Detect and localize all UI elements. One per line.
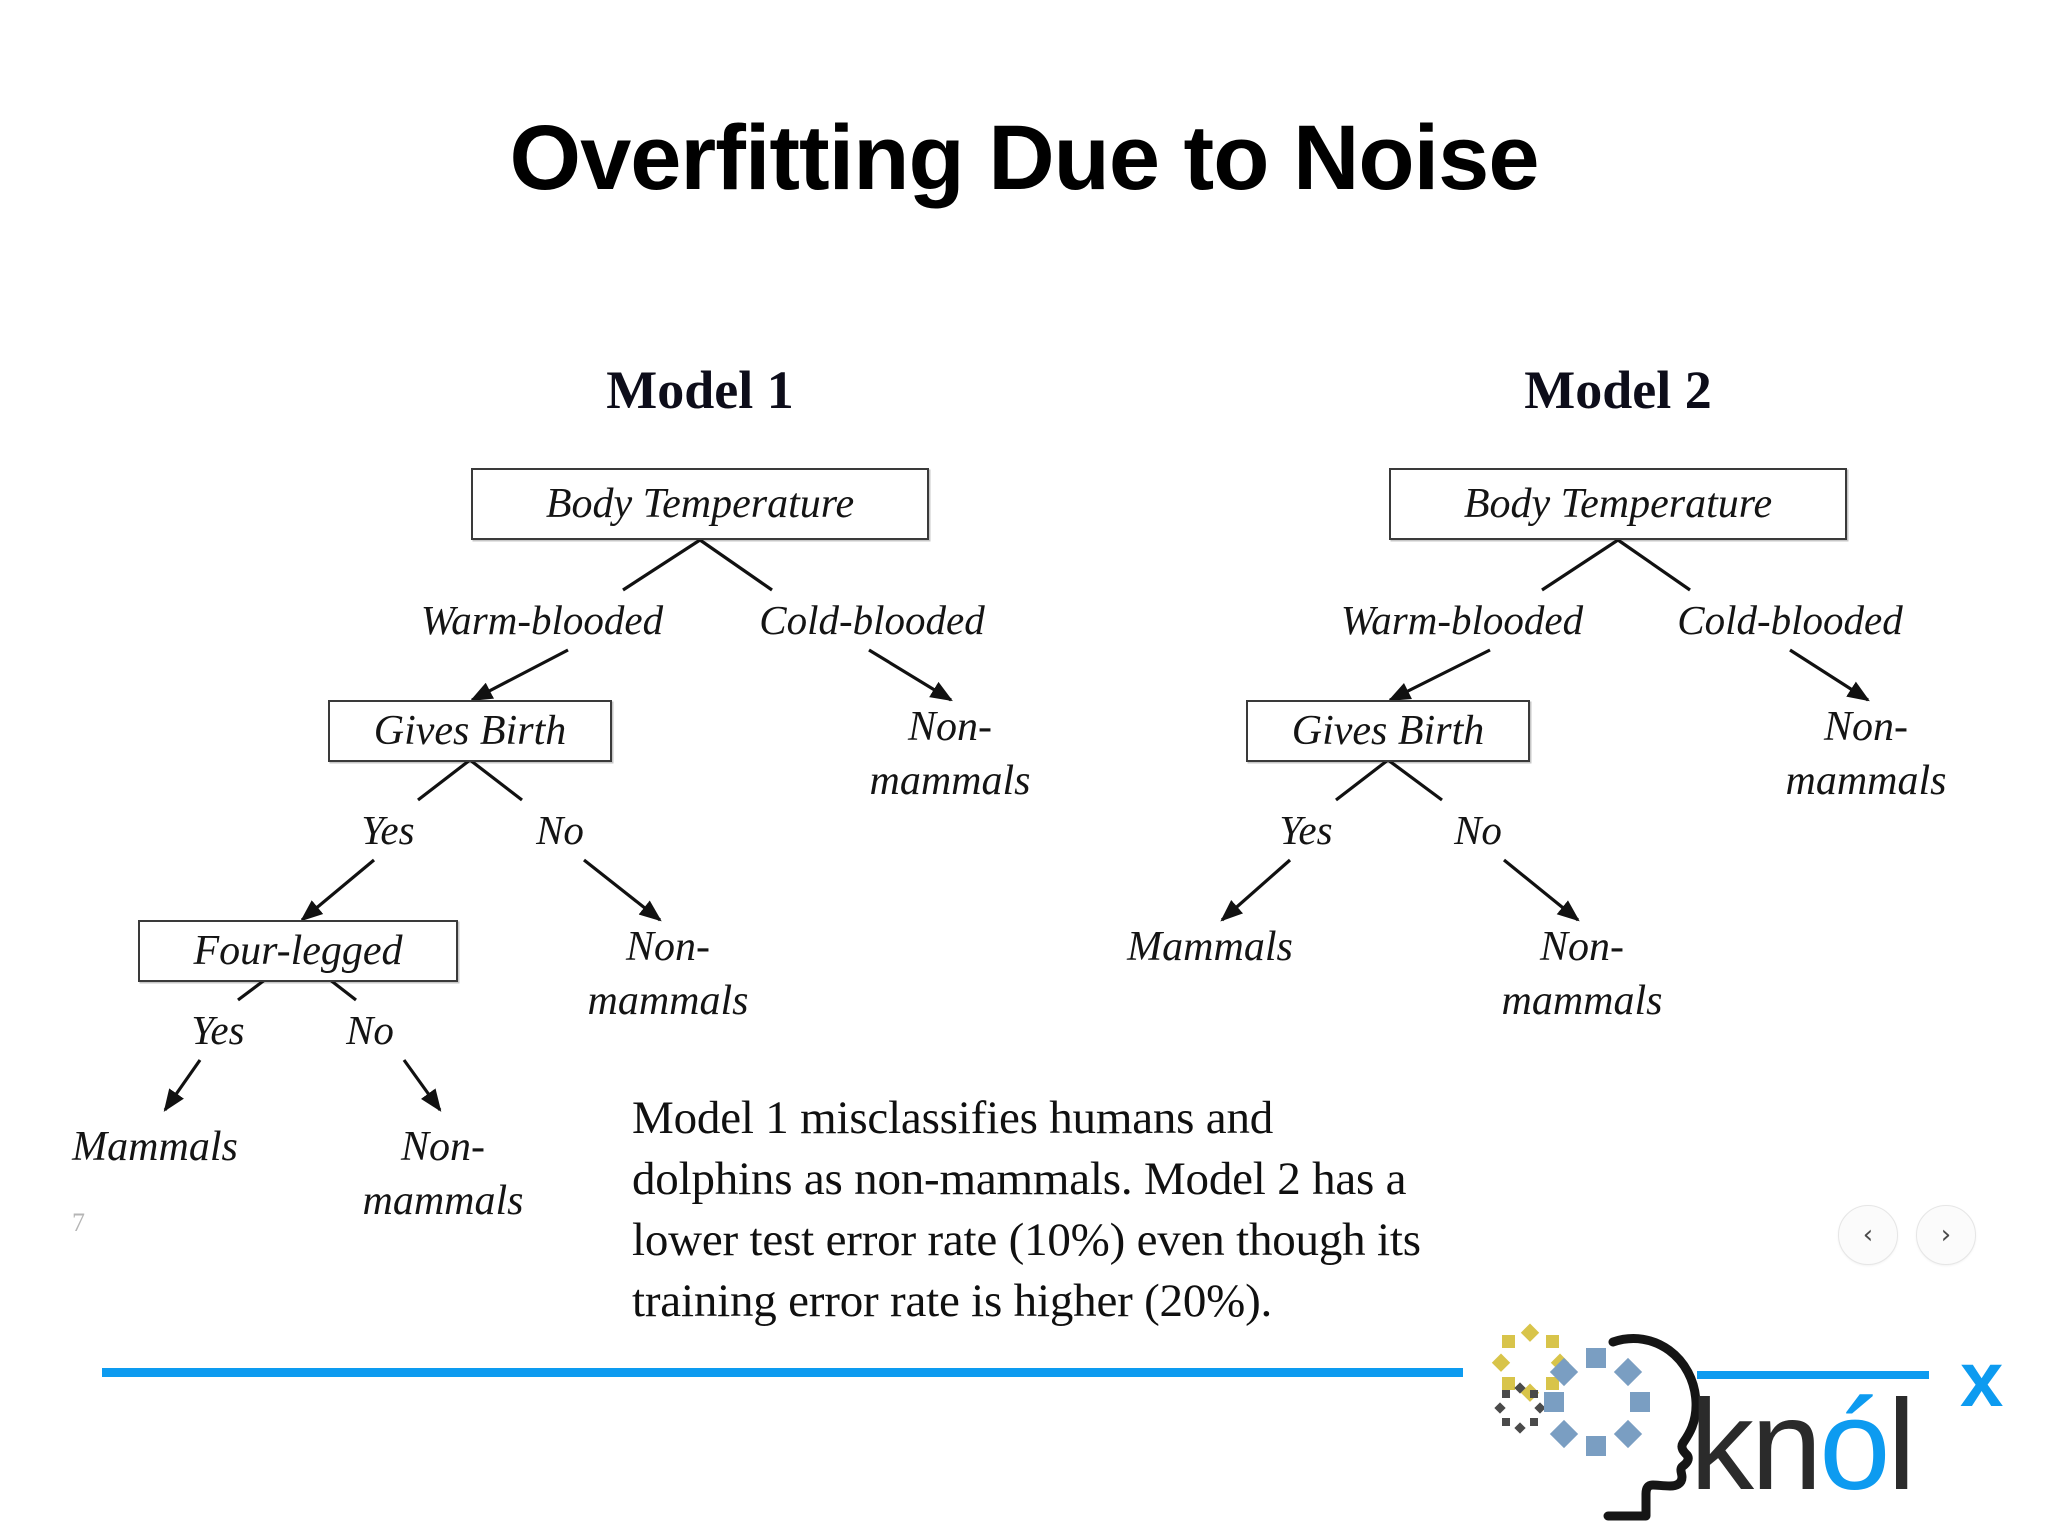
footer-rule-left: [102, 1368, 1463, 1377]
model-1-gives-birth-label: Gives Birth: [373, 708, 567, 754]
page-number: 7: [72, 1208, 85, 1237]
knolx-head-icon: [1491, 1323, 1701, 1521]
knolx-superscript-x: x: [1960, 1335, 2004, 1423]
next-slide-button[interactable]: ›: [1916, 1205, 1976, 1265]
model-2-leaf-mammals: Mammals: [1127, 924, 1293, 970]
caption-text: Model 1 misclassifies humans and dolphin…: [632, 1092, 1421, 1327]
slide-navigation: ‹ ›: [1838, 1205, 1976, 1265]
model-2-edge-warm-blooded: Warm-blooded: [1340, 597, 1584, 643]
page-title: Overfitting Due to Noise: [509, 107, 1540, 209]
model-1-four-legged-label: Four-legged: [193, 928, 403, 974]
previous-slide-button[interactable]: ‹: [1838, 1205, 1898, 1265]
model-2-root-node: Body Temperature: [1389, 468, 1847, 540]
model-1-edge-gives-birth-yes: Yes: [361, 807, 415, 853]
model-1-leaf-cold-non-mammals: Non- mammals: [869, 704, 1031, 804]
model-1-edge-four-legged-no: No: [346, 1007, 394, 1053]
model-2-edge-gives-birth-yes: Yes: [1279, 807, 1333, 853]
gray-dot-ring-icon: [1494, 1382, 1546, 1434]
model-2-leaf-gives-birth-no-non-mammals: Non- mammals: [1501, 924, 1663, 1024]
model-1-leaf-four-legged-no-non-mammals: Non- mammals: [362, 1124, 524, 1224]
model-1-edge-four-legged-yes: Yes: [191, 1007, 245, 1053]
chevron-left-icon: ‹: [1862, 1220, 1874, 1250]
model-1-gives-birth-node: Gives Birth: [328, 700, 612, 762]
knolx-wordmark: knól: [1690, 1382, 1916, 1510]
knolx-logo-mark: [1458, 1320, 2038, 1535]
model-2-leaf-cold-non-mammals: Non- mammals: [1785, 704, 1947, 804]
head-profile-icon: [1603, 1334, 1701, 1521]
model-1-root-node: Body Temperature: [471, 468, 929, 540]
chevron-right-icon: ›: [1940, 1220, 1952, 1250]
model-2-gives-birth-node: Gives Birth: [1246, 700, 1530, 762]
model-1-four-legged-node: Four-legged: [138, 920, 458, 982]
model-1-root-label: Body Temperature: [545, 481, 855, 527]
blue-dot-ring-icon: [1544, 1348, 1650, 1456]
model-1-edge-gives-birth-no: No: [536, 807, 584, 853]
model-2-gives-birth-label: Gives Birth: [1291, 708, 1485, 754]
model-2-heading: Model 2: [1524, 360, 1712, 420]
model-1-edge-warm-blooded: Warm-blooded: [420, 597, 664, 643]
model-1-heading: Model 1: [606, 360, 794, 420]
model-2-root-label: Body Temperature: [1463, 481, 1773, 527]
model-1-edge-cold-blooded: Cold-blooded: [759, 597, 985, 643]
model-1-leaf-gives-birth-no-non-mammals: Non- mammals: [587, 924, 749, 1024]
model-2-edge-gives-birth-no: No: [1454, 807, 1502, 853]
wordmark-l: l: [1887, 1374, 1915, 1517]
model-1-leaf-mammals: Mammals: [72, 1124, 238, 1170]
footer-rule-right: [1697, 1371, 1929, 1379]
wordmark-o-accent: ó: [1819, 1374, 1890, 1517]
model-2-edge-cold-blooded: Cold-blooded: [1677, 597, 1903, 643]
wordmark-kn: kn: [1690, 1374, 1822, 1517]
